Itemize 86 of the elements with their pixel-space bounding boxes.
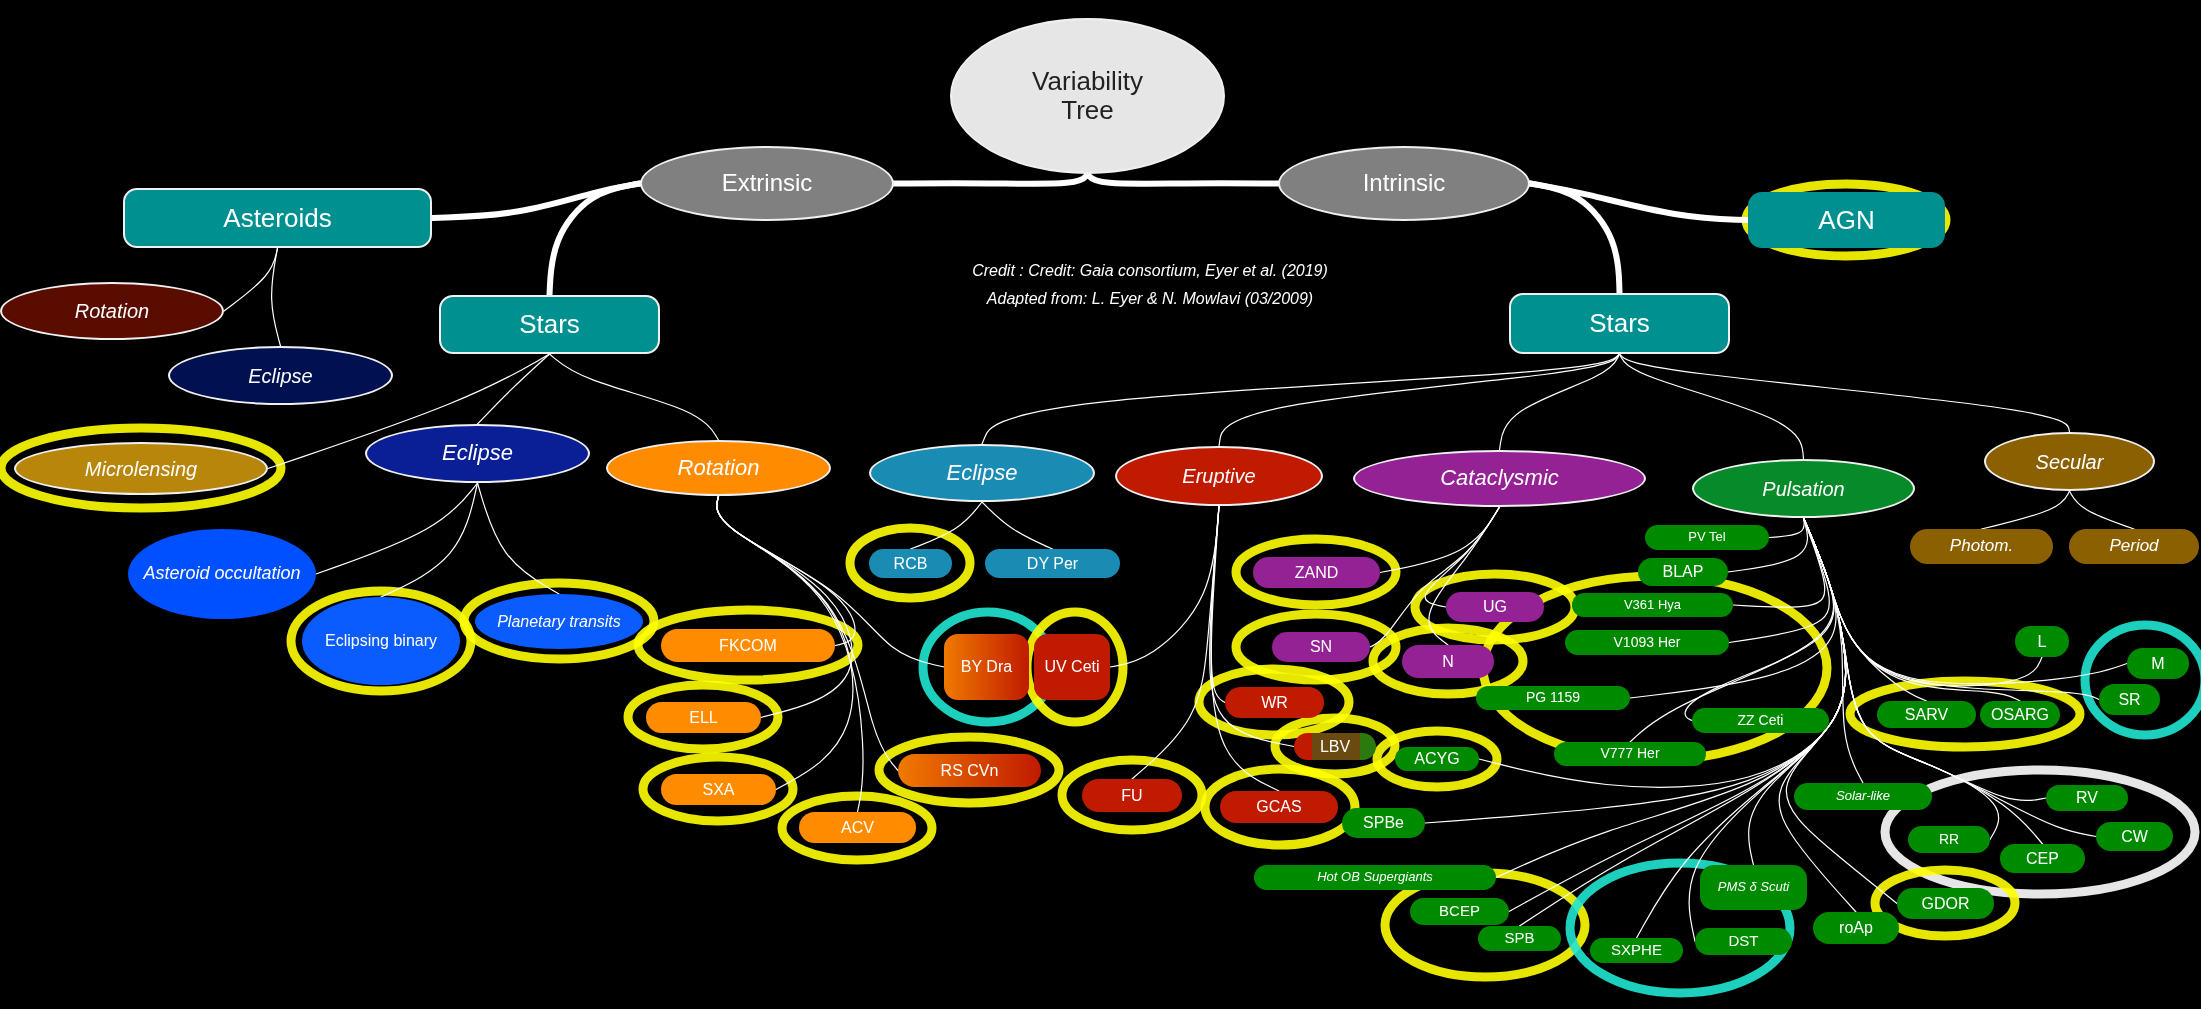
- connector-line: [476, 482, 560, 595]
- connector-line: [1618, 353, 2071, 433]
- class-pill: V1093 Her: [1565, 630, 1729, 655]
- connector-line: [267, 353, 551, 470]
- class-pill: SN: [1272, 632, 1370, 662]
- class-pill: SR: [2099, 684, 2160, 715]
- category-box: UV Ceti: [1034, 634, 1110, 700]
- category-box: Asteroids: [123, 188, 432, 248]
- class-pill: M: [2127, 648, 2189, 679]
- connector-line: [909, 501, 983, 550]
- class-pill: DST: [1695, 928, 1792, 955]
- category-ellipse: Eclipse: [869, 444, 1095, 502]
- class-pill: ELL: [646, 702, 761, 733]
- class-pill: ACV: [799, 812, 916, 843]
- class-pill: RV: [2046, 785, 2128, 811]
- category-box: Stars: [1509, 293, 1730, 354]
- connector-line: [1618, 353, 1805, 460]
- category-ellipse: Eclipse: [365, 424, 590, 483]
- class-pill: RCB: [869, 549, 952, 578]
- connector-line: [1980, 490, 2071, 530]
- class-pill: RR: [1908, 826, 1990, 853]
- category-ellipse: Rotation: [606, 440, 831, 496]
- category-ellipse: Extrinsic: [640, 146, 894, 221]
- class-pill: WR: [1225, 687, 1324, 718]
- class-pill: UG: [1446, 592, 1544, 622]
- connector-line: [1210, 505, 1280, 792]
- class-pill: V361 Hya: [1572, 593, 1733, 617]
- class-pill: SPBe: [1342, 808, 1425, 838]
- class-pill: Period: [2069, 529, 2199, 564]
- category-ellipse: Eruptive: [1115, 446, 1323, 506]
- connector-line: [1768, 517, 1805, 539]
- class-pill: BCEP: [1410, 898, 1509, 925]
- category-ellipse: Pulsation: [1692, 459, 1915, 518]
- class-pill: CEP: [2000, 844, 2085, 873]
- class-pill: SXA: [661, 774, 776, 805]
- category-ellipse: Variability Tree: [950, 18, 1225, 174]
- category-ellipse: Microlensing: [14, 442, 268, 495]
- connector-line: [981, 501, 1054, 550]
- class-pill: N: [1402, 645, 1494, 678]
- class-pill: V777 Her: [1554, 742, 1706, 766]
- connector-line: [271, 247, 282, 347]
- class-pill: Hot OB Supergiants: [1254, 865, 1496, 890]
- class-pill: SPB: [1478, 926, 1561, 951]
- category-ellipse: Intrinsic: [1278, 146, 1530, 221]
- connector-line: [476, 353, 551, 425]
- class-pill: L: [2015, 626, 2069, 657]
- category-box: PMS δ Scuti: [1700, 865, 1807, 910]
- connector-line: [716, 495, 945, 668]
- class-pill: PG 1159: [1476, 686, 1630, 710]
- class-pill: RS CVn: [898, 754, 1041, 787]
- class-pill: GCAS: [1220, 791, 1338, 823]
- class-pill: FKCOM: [661, 629, 835, 662]
- class-pill: Photom.: [1910, 529, 2053, 564]
- class-pill: PV Tel: [1645, 525, 1769, 550]
- class-pill: CW: [2096, 822, 2173, 851]
- connector-line: [1218, 353, 1621, 447]
- class-pill: BLAP: [1638, 558, 1728, 586]
- category-ellipse: Secular: [1984, 432, 2155, 491]
- category-box: AGN: [1748, 192, 1945, 248]
- class-pill: SXPHE: [1590, 938, 1683, 963]
- class-pill: SARV: [1877, 701, 1976, 728]
- connector-line: [1498, 353, 1621, 451]
- class-pill: roAp: [1813, 912, 1899, 944]
- connector-line: [2068, 490, 2135, 530]
- category-box: Stars: [439, 295, 660, 354]
- connector-line: [548, 353, 720, 441]
- credit-note: Credit : Credit: Gaia consortium, Eyer et al. (2019): [972, 262, 1328, 280]
- class-pill: DY Per: [985, 549, 1120, 578]
- connector-line: [1428, 506, 1501, 646]
- credit-note: Adapted from: L. Eyer & N. Mowlavi (03/2009): [986, 290, 1314, 308]
- category-ellipse: Asteroid occultation: [128, 529, 316, 619]
- class-pill: OSARG: [1980, 701, 2060, 728]
- class-pill: ZAND: [1253, 557, 1380, 588]
- category-ellipse: Eclipse: [168, 346, 393, 405]
- category-box: BY Dra: [944, 634, 1029, 700]
- connector-line: [315, 482, 479, 575]
- class-pill: FU: [1082, 779, 1182, 812]
- connector-line: [380, 482, 479, 598]
- class-pill: Solar-like: [1794, 783, 1932, 810]
- class-pill: ZZ Ceti: [1692, 708, 1829, 733]
- category-ellipse: Rotation: [0, 282, 224, 340]
- category-ellipse: Cataclysmic: [1353, 450, 1646, 507]
- class-pill: GDOR: [1897, 888, 1994, 919]
- category-ellipse: Planetary transits: [475, 594, 643, 649]
- class-pill: ACYG: [1395, 747, 1479, 771]
- category-box: LBV: [1294, 733, 1376, 760]
